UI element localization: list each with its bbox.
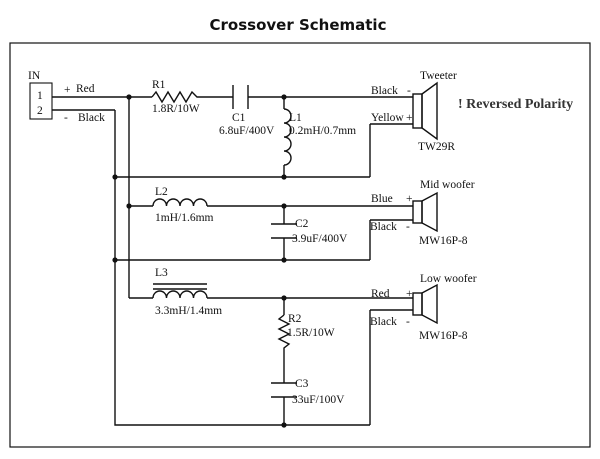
- tweeter-driver: Black - Yellow + Tweeter TW29R ! Reverse…: [371, 70, 573, 153]
- speaker-icon: [412, 200, 423, 224]
- r1-value: 1.8R/10W: [152, 103, 200, 115]
- l3-value: 3.3mH/1.4mm: [155, 305, 222, 317]
- low-wire-bottom-sign: -: [406, 316, 410, 328]
- l2-value: 1mH/1.6mm: [155, 212, 214, 224]
- tweeter-wire-top-label: Black: [371, 85, 398, 97]
- speaker-icon: [412, 93, 423, 129]
- l2-name: L2: [155, 186, 168, 198]
- inductor-l2: L2 1mH/1.6mm: [152, 186, 214, 224]
- input-red-label: Red: [76, 83, 95, 95]
- low-woofer-label: Low woofer: [420, 273, 477, 285]
- resistor-r1: R1 1.8R/10W: [151, 79, 200, 115]
- capacitor-c3: C3 33uF/100V: [271, 378, 345, 406]
- r2-value: 1.5R/10W: [287, 327, 335, 339]
- c2-name: C2: [295, 218, 309, 230]
- input-pin-2: 2: [37, 105, 43, 117]
- low-woofer-driver: Red + Black - Low woofer MW16P-8: [370, 273, 477, 342]
- wiring: [52, 96, 413, 426]
- input-neg-sign: -: [64, 112, 68, 124]
- c3-name: C3: [295, 378, 309, 390]
- low-wire-top-sign: +: [406, 288, 413, 300]
- c1-value: 6.8uF/400V: [219, 125, 275, 137]
- low-woofer-model: MW16P-8: [419, 330, 468, 342]
- input-pin-1: 1: [37, 90, 43, 102]
- mid-woofer-model: MW16P-8: [419, 235, 468, 247]
- mid-wire-bottom-sign: -: [406, 221, 410, 233]
- l1-name: L1: [289, 112, 302, 124]
- reversed-polarity-note: ! Reversed Polarity: [458, 97, 573, 112]
- low-wire-bottom-label: Black: [370, 316, 397, 328]
- speaker-icon: [412, 292, 423, 316]
- input-terminal: IN 1 2 + Red - Black: [28, 70, 105, 124]
- capacitor-c1: C1 6.8uF/400V: [219, 85, 275, 137]
- input-label: IN: [28, 70, 41, 82]
- mid-woofer-driver: Blue + Black - Mid woofer MW16P-8: [370, 179, 475, 247]
- tweeter-wire-bottom-label: Yellow: [371, 112, 404, 124]
- low-wire-top-label: Red: [371, 288, 390, 300]
- junction-dots: [112, 94, 287, 428]
- tweeter-label: Tweeter: [420, 70, 457, 82]
- resistor-r2: R2 1.5R/10W: [277, 313, 335, 350]
- mid-wire-top-label: Blue: [371, 193, 393, 205]
- l3-name: L3: [155, 267, 168, 279]
- input-black-label: Black: [78, 112, 105, 124]
- tweeter-model: TW29R: [418, 141, 455, 153]
- c3-value: 33uF/100V: [292, 394, 345, 406]
- r1-name: R1: [152, 79, 166, 91]
- l1-value: 0.2mH/0.7mm: [289, 125, 356, 137]
- input-connector-block: [29, 82, 53, 120]
- schematic-frame: [9, 42, 591, 448]
- inductor-l3: L3 3.3mH/1.4mm: [152, 267, 222, 317]
- page-title: Crossover Schematic: [210, 16, 387, 34]
- mid-wire-top-sign: +: [406, 193, 413, 205]
- c2-value: 3.9uF/400V: [292, 233, 348, 245]
- capacitor-c2: C2 3.9uF/400V: [271, 218, 348, 245]
- tweeter-wire-bottom-sign: +: [406, 112, 413, 124]
- inductor-l1: L1 0.2mH/0.7mm: [283, 108, 356, 166]
- r2-name: R2: [288, 313, 302, 325]
- mid-wire-bottom-label: Black: [370, 221, 397, 233]
- tweeter-wire-top-sign: -: [407, 85, 411, 97]
- mid-woofer-label: Mid woofer: [420, 179, 475, 191]
- c1-name: C1: [232, 112, 246, 124]
- input-pos-sign: +: [64, 84, 71, 96]
